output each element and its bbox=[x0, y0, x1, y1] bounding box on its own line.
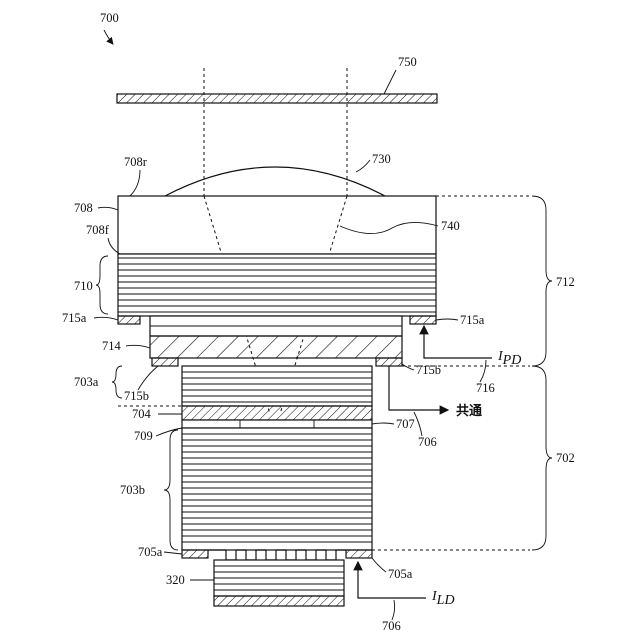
label-pad-left-upper: 715a bbox=[62, 311, 87, 325]
cover-plate bbox=[117, 94, 437, 103]
bracket-upper-dbr bbox=[96, 256, 108, 314]
upper-dbr bbox=[118, 254, 436, 316]
label-706-lower: 706 bbox=[382, 619, 401, 633]
upper-electrode bbox=[150, 336, 402, 358]
label-ipd: IPD bbox=[497, 349, 521, 368]
label-bracket-712: 712 bbox=[556, 275, 575, 289]
leader-pad-right-lower bbox=[402, 364, 414, 370]
label-beam: 740 bbox=[441, 219, 460, 233]
leader-706-upper bbox=[414, 412, 422, 436]
label-sub-top: 708r bbox=[124, 155, 148, 169]
grating bbox=[208, 550, 346, 560]
ipd-line bbox=[424, 326, 492, 358]
leader-cover bbox=[384, 70, 396, 94]
bracket-712 bbox=[532, 196, 552, 366]
label-pad-right-upper: 715a bbox=[460, 313, 485, 327]
pad-right-upper bbox=[410, 316, 436, 324]
label-lens: 730 bbox=[372, 152, 391, 166]
leader-sub-top bbox=[130, 170, 140, 196]
lens bbox=[165, 167, 385, 196]
leader-pad-left-lower bbox=[138, 366, 158, 390]
label-pad-right-lower: 715b bbox=[416, 363, 441, 377]
leader-pad-left-upper bbox=[94, 317, 118, 320]
pad-right-bottom bbox=[346, 550, 372, 558]
bracket-mid-block bbox=[112, 366, 122, 398]
label-cover: 750 bbox=[398, 55, 417, 69]
active-region bbox=[182, 406, 372, 420]
leader-upper-electrode bbox=[126, 345, 150, 348]
label-sub-left: 708 bbox=[74, 201, 93, 215]
oxide-layer bbox=[182, 420, 372, 428]
leader-pad-right-upper bbox=[436, 319, 458, 320]
leader-pad-left-bottom bbox=[164, 552, 182, 554]
label-ild: ILD bbox=[431, 589, 455, 608]
bracket-702 bbox=[532, 366, 552, 550]
heatsink-base bbox=[214, 596, 344, 606]
label-716: 716 bbox=[476, 381, 495, 395]
label-pad-left-lower: 715b bbox=[124, 389, 149, 403]
label-sub-bottom: 708f bbox=[86, 223, 110, 237]
figure-arrow bbox=[104, 30, 113, 44]
substrate bbox=[118, 196, 436, 254]
label-pad-left-bottom: 705a bbox=[138, 545, 163, 559]
label-lower-block: 703b bbox=[120, 483, 145, 497]
label-ox: 709 bbox=[134, 429, 153, 443]
pad-right-lower bbox=[376, 358, 402, 366]
leader-716 bbox=[480, 360, 486, 382]
leader-lens bbox=[356, 160, 370, 172]
leader-ox bbox=[156, 428, 182, 436]
pad-left-upper bbox=[118, 316, 140, 324]
pad-left-lower bbox=[152, 358, 178, 366]
label-mid-block: 703a bbox=[74, 375, 99, 389]
bracket-lower-block bbox=[164, 430, 178, 550]
figure-number: 700 bbox=[100, 11, 119, 25]
label-707: 707 bbox=[396, 417, 415, 431]
label-active: 704 bbox=[132, 407, 152, 421]
label-706-upper: 706 bbox=[418, 435, 437, 449]
label-pad-right-bottom: 705a bbox=[388, 567, 413, 581]
leader-sub-left bbox=[98, 207, 118, 210]
label-upper-electrode: 714 bbox=[102, 339, 122, 353]
pad-left-bottom bbox=[182, 550, 208, 558]
label-heatsink: 320 bbox=[166, 573, 185, 587]
leader-pad-right-bottom bbox=[372, 558, 386, 572]
label-bracket-702: 702 bbox=[556, 451, 575, 465]
leader-706-lower bbox=[392, 600, 395, 620]
leader-707 bbox=[372, 423, 394, 424]
label-common: 共通 bbox=[456, 403, 482, 419]
label-upper-dbr: 710 bbox=[74, 279, 93, 293]
